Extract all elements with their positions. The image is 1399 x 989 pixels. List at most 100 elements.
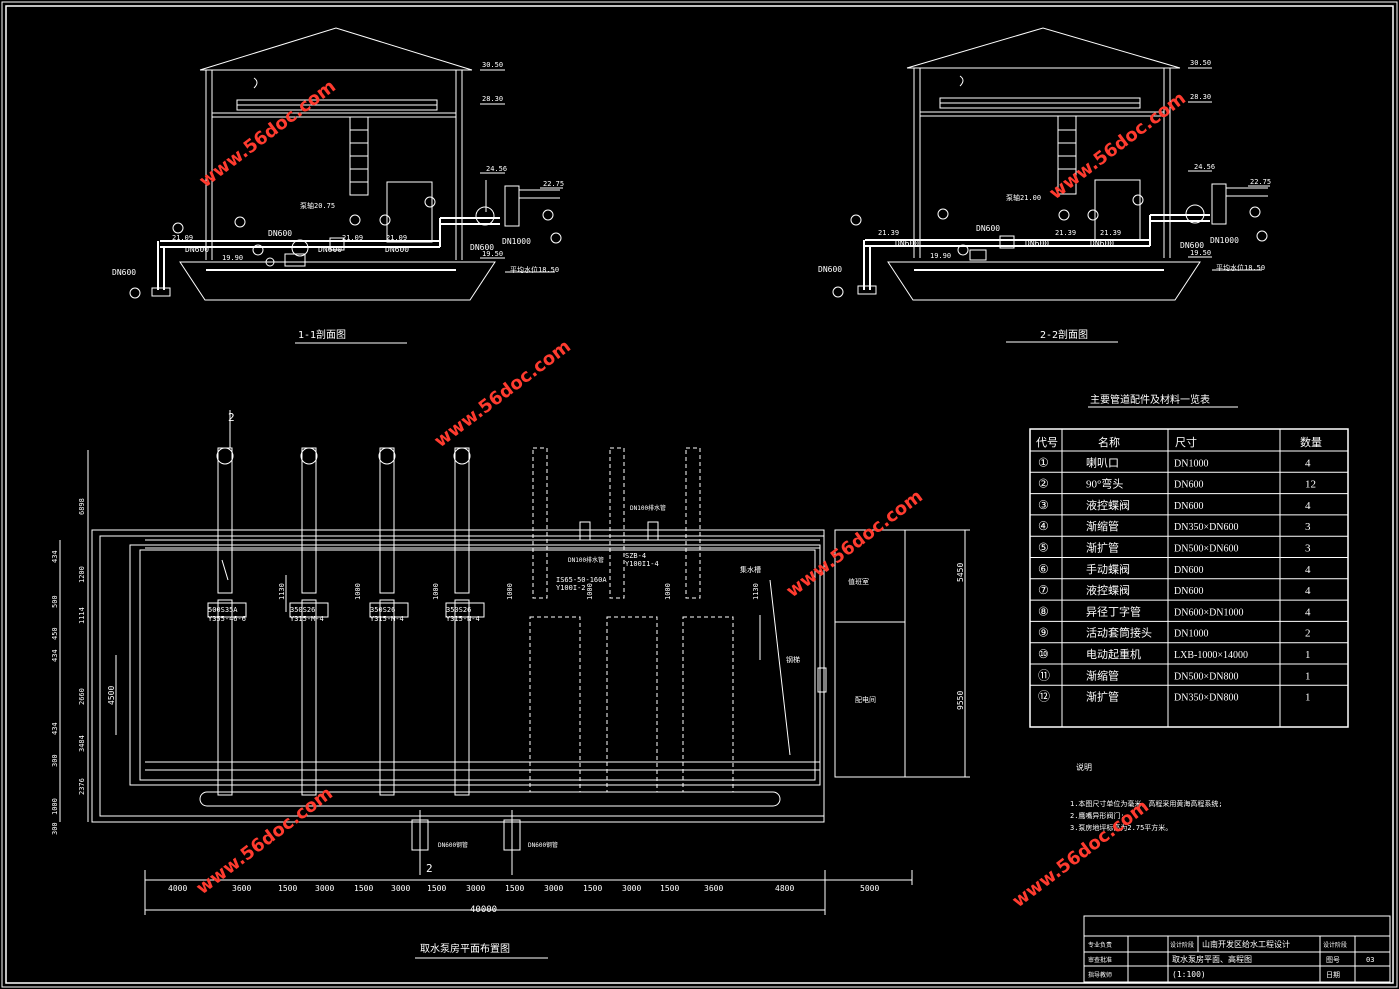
- dimension-left-label: 434: [51, 550, 59, 563]
- dimension-gap-label: 1000: [354, 583, 362, 600]
- table-cell-name: 渐缩管: [1086, 668, 1119, 682]
- table-cell-code: ③: [1038, 498, 1049, 512]
- dimension-left-label: 1000: [51, 798, 59, 815]
- label-dn600-2c: DN600: [1025, 239, 1049, 248]
- dimension-gap-label: 1000: [506, 583, 514, 600]
- table-cell-code: ⑤: [1038, 541, 1049, 555]
- dimension-bottom-label: 1500: [278, 884, 297, 893]
- table-cell-name: 电动起重机: [1086, 647, 1141, 661]
- label-base-2: 19.50: [1190, 249, 1211, 257]
- watermark-2: www.56doc.com: [430, 336, 575, 452]
- table-cell-code: ⑫: [1038, 690, 1050, 704]
- label-section-marker-bottom: 2: [426, 862, 433, 875]
- table-cell-size: DN600: [1174, 480, 1203, 491]
- label-sub-pump: IS65-50-160A: [556, 576, 607, 584]
- label-elev-pipe-top: 22.75: [543, 180, 564, 188]
- label-floor-2a: 21.39: [878, 229, 899, 237]
- table-cell-size: DN1000: [1174, 629, 1208, 640]
- label-duty-room: 值班室: [848, 577, 869, 586]
- title-block-grid: [1083, 915, 1391, 983]
- dimension-lines: [59, 450, 966, 915]
- table-cell-qty: 4: [1305, 500, 1311, 512]
- table-cell-size: DN600: [1174, 501, 1203, 512]
- label-section-marker-top: 2: [228, 411, 235, 424]
- table-cell-qty: 3: [1305, 543, 1311, 555]
- table-cell-name: 手动蝶阀: [1086, 562, 1130, 576]
- label-sub-motor: Y100I-2: [556, 584, 586, 592]
- dimension-bottom-label: 3000: [466, 884, 485, 893]
- label-dn600-2b: DN600: [976, 224, 1000, 233]
- dimension-left-label: 434: [51, 722, 59, 735]
- label-motor-a: Y355-46-6: [208, 615, 246, 623]
- dimension-bottom-label: 1500: [354, 884, 373, 893]
- tb-r3c1: 指导教师: [1088, 971, 1112, 979]
- label-elev-pipe-out: 24.56: [486, 165, 507, 173]
- label-dn600-2d: DN600: [1090, 239, 1114, 248]
- watermark-3: www.56doc.com: [1045, 88, 1190, 204]
- label-dn600-1d: DN600: [385, 245, 409, 254]
- label-dn600-2a: DN600: [895, 239, 919, 248]
- tb-r2c3: 取水泵房平面、高程图: [1172, 954, 1252, 964]
- label-pump-b: 350S26: [290, 606, 315, 614]
- dimension-bottom-label: 1500: [660, 884, 679, 893]
- tb-r1c1: 专业负责: [1088, 941, 1112, 949]
- label-elev-pipe-top-2: 22.75: [1250, 178, 1271, 186]
- label-trench: 集水槽: [740, 565, 761, 574]
- label-water-2: 平均水位18.50: [1216, 263, 1265, 272]
- dimension-left-label: 1200: [78, 566, 86, 583]
- label-floor-1b: 21.09: [342, 234, 363, 242]
- table-cell-name: 异径丁字管: [1086, 604, 1141, 618]
- dimension-bottom-label: 5000: [860, 884, 879, 893]
- label-switch-room: 配电间: [855, 695, 876, 704]
- watermark-1: www.56doc.com: [195, 76, 340, 192]
- plan-title: 取水泵房平面布置图: [420, 942, 510, 955]
- dimension-left-label: 2376: [78, 778, 86, 795]
- label-dn600-b: DN600钢管: [528, 841, 558, 849]
- table-cell-qty: 1: [1305, 692, 1311, 704]
- dimension-left-label: 3484: [78, 735, 86, 752]
- dimension-bottom-label: 3000: [622, 884, 641, 893]
- dimension-bottom-label: 3000: [315, 884, 334, 893]
- dimension-left-label: 300: [51, 822, 59, 835]
- table-cell-qty: 12: [1305, 479, 1316, 491]
- label-pit-2: 19.90: [930, 252, 951, 260]
- label-pump-d: 350S26: [446, 606, 471, 614]
- dimension-bottom-label: 1500: [427, 884, 446, 893]
- tb-r2c5: 图号: [1326, 956, 1340, 964]
- dimension-bottom-label: 4800: [775, 884, 794, 893]
- table-cell-code: ①: [1038, 455, 1049, 469]
- label-dn1000-2: DN1000: [1210, 236, 1239, 245]
- label-floor-2c: 21.39: [1100, 229, 1121, 237]
- table-cell-size: DN1000: [1174, 458, 1208, 469]
- label-motor-d: Y315-N-4: [446, 615, 480, 623]
- notes-line-1: 1.本图尺寸单位为毫米，高程采用黄海高程系统;: [1070, 799, 1223, 808]
- table-header-name: 名称: [1098, 435, 1120, 449]
- table-cell-qty: 1: [1305, 670, 1311, 682]
- label-motor-b: Y315-M-4: [290, 615, 324, 623]
- table-cell-code: ②: [1038, 477, 1049, 491]
- label-dn600-2f: DN600: [818, 265, 842, 274]
- dimension-bottom-label: 3600: [704, 884, 723, 893]
- inner-frame: [5, 5, 1394, 984]
- table-cell-size: DN350×DN800: [1174, 693, 1239, 704]
- materials-table-grid: [1029, 406, 1349, 728]
- label-pump-c: 350S26: [370, 606, 395, 614]
- dimension-left-label: 300: [51, 754, 59, 767]
- materials-title: 主要管道配件及材料一览表: [1090, 393, 1210, 406]
- dimension-left-label: 500: [51, 595, 59, 608]
- dimension-bottom-label: 4000: [168, 884, 187, 893]
- dimension-bottom-label: 3000: [391, 884, 410, 893]
- label-vent-pipe: DN100排水管: [630, 504, 666, 512]
- dimension-bottom-label: 1500: [505, 884, 524, 893]
- tb-r3c3: (1:100): [1172, 970, 1206, 979]
- dimension-left-label: 450: [51, 627, 59, 640]
- table-cell-code: ④: [1038, 519, 1049, 533]
- dimension-left-label: 1114: [78, 607, 86, 624]
- label-dn600-1c: DN600: [318, 245, 342, 254]
- dimension-left-label: 2660: [78, 688, 86, 705]
- table-header-size: 尺寸: [1175, 435, 1197, 449]
